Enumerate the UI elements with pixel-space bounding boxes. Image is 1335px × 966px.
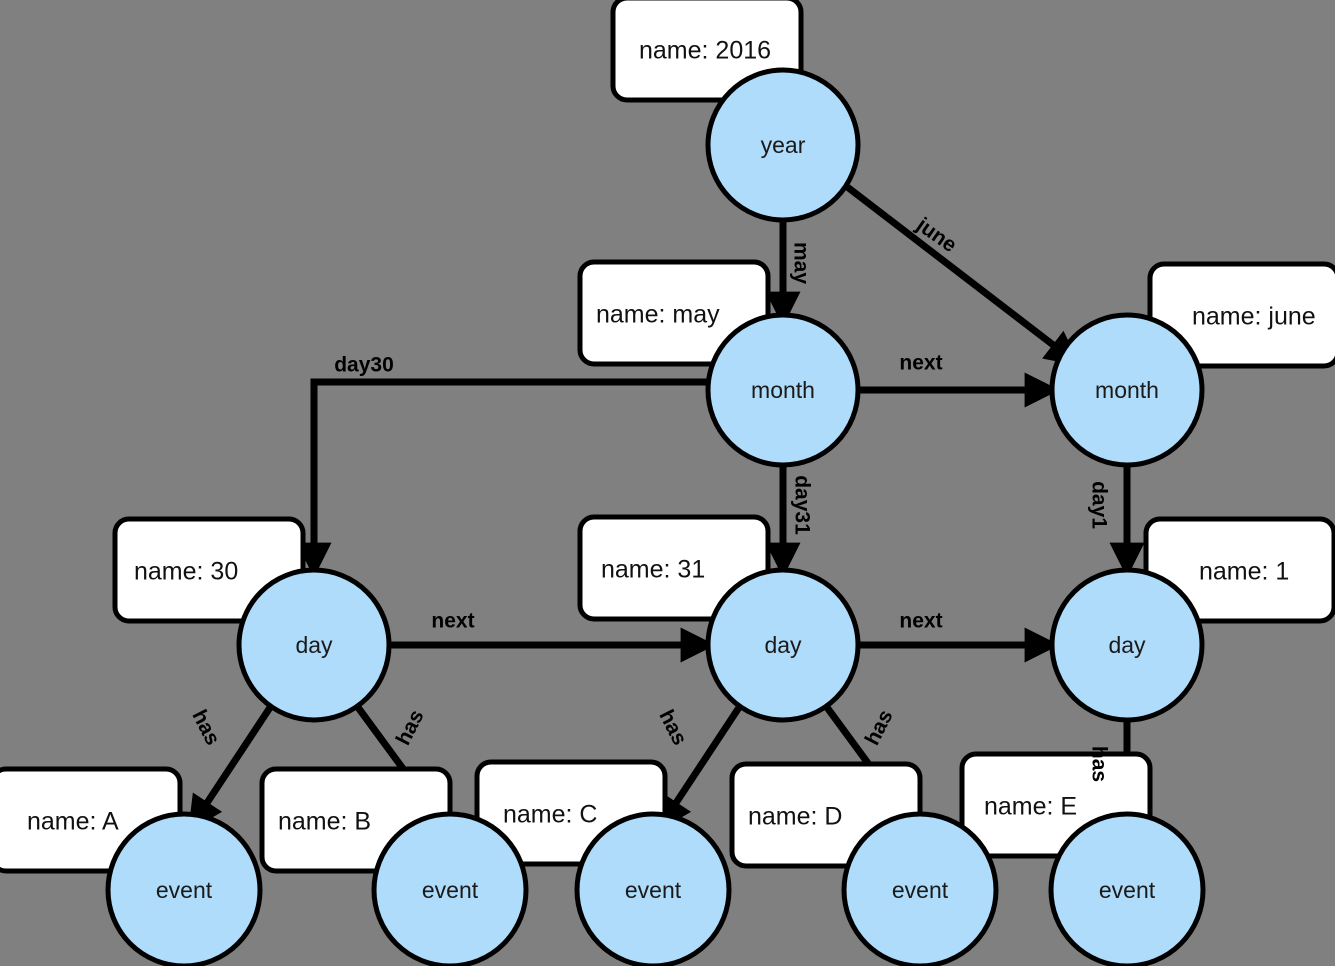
edge-label-next-month: next bbox=[899, 352, 942, 375]
property-box-june: name: june bbox=[1147, 261, 1335, 369]
edge-label-has-a: has bbox=[187, 706, 224, 749]
node-event-d[interactable]: event bbox=[841, 811, 999, 966]
node-label: event bbox=[1099, 877, 1156, 903]
edge-has-c bbox=[657, 704, 743, 832]
node-event-b[interactable]: event bbox=[371, 811, 529, 966]
node-label: event bbox=[422, 877, 479, 903]
property-text: name: B bbox=[278, 808, 371, 836]
property-text: name: A bbox=[27, 808, 119, 836]
node-label: day bbox=[1108, 632, 1146, 658]
node-event-a[interactable]: event bbox=[105, 811, 263, 966]
edge-label-has-d: has bbox=[861, 706, 898, 749]
edge-label-day30: day30 bbox=[334, 354, 394, 377]
node-label: year bbox=[761, 132, 806, 158]
node-label: month bbox=[751, 377, 815, 403]
property-box-may: name: may bbox=[577, 259, 771, 367]
edge-label-day31: day31 bbox=[790, 475, 813, 535]
node-day-1[interactable]: day bbox=[1049, 567, 1205, 723]
node-label: day bbox=[764, 632, 802, 658]
property-box-1: name: 1 bbox=[1143, 516, 1335, 624]
edge-label-next-day-1: next bbox=[431, 610, 474, 633]
node-event-e[interactable]: event bbox=[1048, 811, 1206, 966]
edge-label-next-day-2: next bbox=[899, 610, 942, 633]
property-text: name: 1 bbox=[1199, 558, 1289, 586]
edge-june bbox=[843, 183, 1081, 366]
edge-label-has-c: has bbox=[654, 706, 691, 749]
property-text: name: may bbox=[596, 301, 720, 329]
property-text: name: 30 bbox=[134, 558, 238, 586]
edge-label-has-b: has bbox=[392, 706, 429, 749]
edge-label-has-e: has bbox=[1087, 746, 1110, 782]
node-label: month bbox=[1095, 377, 1159, 403]
edge-label-may: may bbox=[789, 242, 812, 284]
property-text: name: june bbox=[1192, 303, 1316, 331]
node-year[interactable]: year bbox=[705, 67, 861, 223]
property-text: name: E bbox=[984, 793, 1077, 821]
property-text: name: 2016 bbox=[639, 37, 771, 65]
property-text: name: 31 bbox=[601, 556, 705, 584]
node-event-c[interactable]: event bbox=[574, 811, 732, 966]
edge-label-june: june bbox=[911, 213, 960, 257]
property-text: name: D bbox=[748, 803, 842, 831]
property-text: name: C bbox=[503, 801, 597, 829]
edge-day30 bbox=[296, 378, 708, 578]
node-label: day bbox=[295, 632, 333, 658]
node-label: event bbox=[892, 877, 949, 903]
edge-label-day1: day1 bbox=[1087, 481, 1110, 529]
edge-has-a bbox=[188, 704, 274, 832]
property-box-31: name: 31 bbox=[577, 514, 771, 622]
node-label: event bbox=[156, 877, 213, 903]
node-label: event bbox=[625, 877, 682, 903]
